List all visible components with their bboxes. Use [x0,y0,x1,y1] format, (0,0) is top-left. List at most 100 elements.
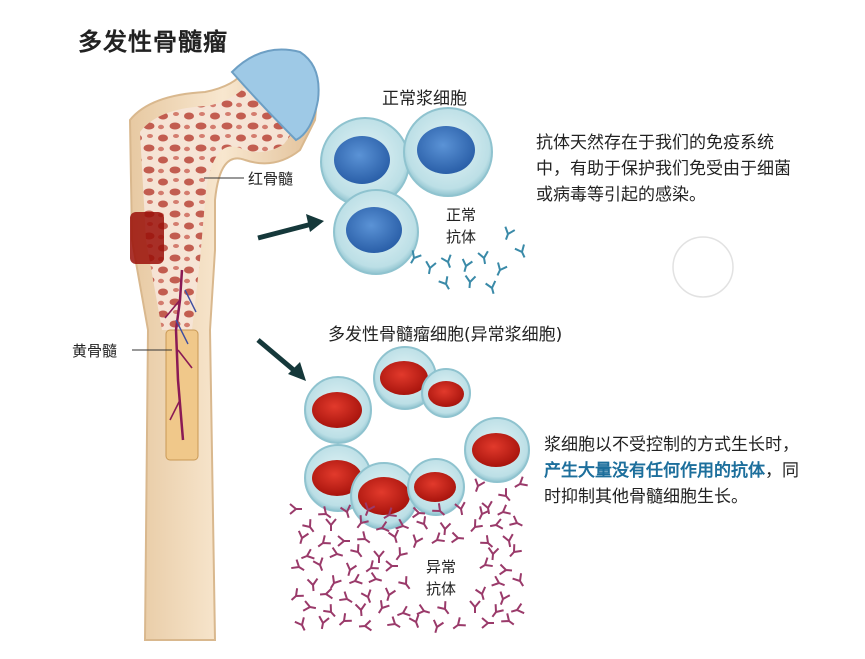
antibody-icon [437,601,450,615]
antibody-icon [451,531,465,544]
antibody-icon [431,532,445,545]
antibody-icon [395,547,408,561]
antibody-icon [368,571,383,584]
description-part2: ，同时抑制其他骨髓细胞生长。 [544,461,799,507]
antibody-icon [323,604,336,618]
antibody-icon [501,613,515,626]
antibody-icon [397,605,411,617]
decorative-circle [672,236,734,298]
antibody-icon [365,560,379,573]
antibody-icon [337,535,350,547]
page-title: 多发性骨髓瘤 [78,28,228,56]
antibody-icon [481,617,494,629]
antibody-icon [364,502,376,516]
normal-antibodies [410,226,526,295]
antibody-icon [387,529,400,544]
antibody-icon [509,515,523,527]
antibody-icon [412,534,424,548]
antibody-icon [289,503,302,515]
antibody-icon [384,587,397,602]
normal-plasma-cell [333,189,419,275]
myeloma-cell [407,458,465,516]
antibody-icon [480,535,494,548]
antibody-icon [377,600,390,614]
antibody-icon [469,600,481,613]
description-highlight: 产生大量没有任何作用的抗体 [544,461,765,481]
antibody-icon [514,244,526,258]
antibody-icon [499,563,513,576]
antibody-icon [512,573,525,587]
antibody-icon [416,516,429,530]
antibody-icon [478,506,490,520]
arrow-to-myeloma [256,338,306,381]
antibody-icon [477,250,489,265]
antibody-icon [440,254,452,268]
label-abnormal-antibodies-2: 抗体 [426,580,457,598]
label-normal-plasma-cells: 正常浆细胞 [382,89,467,109]
normal-antibody-description: 抗体天然存在于我们的免疫系统中，有助于保护我们免受由于细菌或病毒等引起的感染。 [536,133,791,205]
antibody-icon [438,276,450,290]
antibody-icon [312,557,324,571]
antibody-icon [510,602,525,615]
antibody-icon [338,613,352,626]
antibody-icon [360,589,372,603]
antibody-icon [319,587,333,600]
antibody-icon [329,546,344,559]
antibody-icon [481,500,493,515]
antibody-icon [306,578,319,592]
antibody-icon [325,518,337,531]
antibody-icon [357,531,371,544]
antibody-icon [410,250,422,264]
antibody-icon [416,603,431,616]
antibody-icon [514,476,528,488]
antibody-icon [350,544,363,558]
antibody-icon [317,535,331,548]
antibody-icon [464,275,477,289]
antibody-icon [294,617,306,631]
antibody-icon [387,616,401,629]
antibody-icon [485,280,497,295]
antibody-icon [349,573,363,585]
antibody-icon [375,520,390,533]
femur-bone [128,48,320,641]
label-yellow-marrow: 黄骨髓 [72,342,118,360]
antibody-icon [358,619,372,632]
antibody-icon [452,617,466,630]
antibody-icon [474,586,487,601]
label-abnormal-antibodies-1: 异常 [426,558,457,576]
antibody-icon [487,547,500,561]
antibody-icon [502,533,514,548]
antibody-icon [479,557,493,570]
antibody-icon [356,515,369,529]
antibody-icon [345,562,358,577]
antibody-icon [290,588,304,601]
antibody-icon [302,519,315,533]
antibody-icon [395,518,409,530]
antibody-icon [491,604,504,618]
antibody-icon [339,504,352,519]
antibody-icon [339,591,353,604]
antibody-icon [354,603,367,617]
antibody-icon [474,478,486,492]
antibody-icon [385,560,398,572]
antibody-icon [489,518,504,530]
antibody-icon [461,258,473,273]
antibody-icon [509,544,522,558]
antibody-icon [408,614,420,628]
description-part1: 浆细胞以不受控制的方式生长时， [544,435,799,455]
normal-plasma-cell [320,117,410,207]
antibody-icon [454,501,466,516]
antibody-icon [412,506,426,519]
antibody-icon [491,575,505,587]
antibody-icon [398,576,411,590]
antibody-icon [504,226,516,240]
antibody-icon [498,488,511,502]
antibody-icon [499,591,511,605]
arrow-to-normal [257,214,324,241]
antibody-icon [318,506,332,519]
antibody-icon [301,548,315,560]
antibody-icon [302,600,317,612]
antibody-icon [432,619,445,634]
antibody-icon [318,615,330,630]
